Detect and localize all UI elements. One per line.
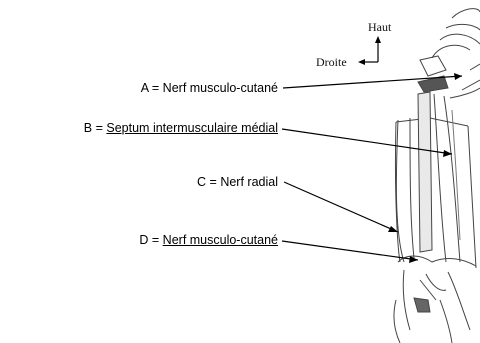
label-c: C = Nerf radial <box>197 175 278 189</box>
label-d: D = Nerf musculo-cutané <box>139 233 278 247</box>
label-b-name: Septum intermusculaire médial <box>106 121 278 135</box>
left-arrowhead <box>358 59 365 65</box>
label-b: B = Septum intermusculaire médial <box>84 121 278 135</box>
orientation-arrows <box>362 40 378 62</box>
arrowhead-b <box>443 150 452 157</box>
pointer-line-a <box>283 76 462 88</box>
label-d-name: Nerf musculo-cutané <box>163 233 278 247</box>
up-arrowhead <box>375 36 381 43</box>
label-a-prefix: A = <box>141 81 163 95</box>
label-d-prefix: D = <box>139 233 162 247</box>
right-label: Droite <box>316 55 347 70</box>
label-b-prefix: B = <box>84 121 107 135</box>
arrowhead-a <box>454 73 462 80</box>
label-a: A = Nerf musculo-cutané <box>141 81 278 95</box>
label-c-prefix: C = <box>197 175 220 189</box>
pointer-line-d <box>282 241 418 260</box>
up-label: Haut <box>368 20 391 35</box>
arrowhead-d <box>409 256 418 263</box>
arrowhead-c <box>388 226 398 232</box>
pointer-line-c <box>284 182 398 232</box>
label-c-name: Nerf radial <box>220 175 278 189</box>
label-a-name: Nerf musculo-cutané <box>163 81 278 95</box>
pointer-line-b <box>282 129 452 154</box>
